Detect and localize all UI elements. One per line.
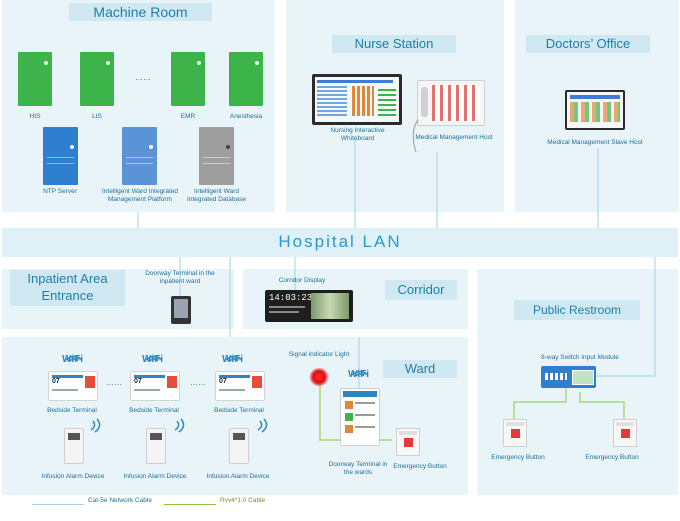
- signal-waves-icon: [90, 418, 101, 433]
- ward-title: Ward: [383, 360, 457, 378]
- emr-label: EMR: [180, 113, 196, 120]
- entrance-terminal-label: Doorway Terminal in the inpatient ward: [145, 270, 215, 285]
- servers-ellipsis: ……: [135, 73, 151, 82]
- wifi-label: WiFi: [222, 354, 244, 365]
- bed-number: 07: [219, 378, 227, 385]
- emr-server-icon: [171, 52, 205, 106]
- emergency-button-icon: [396, 428, 420, 456]
- bedside-terminal-icon: 07: [215, 371, 265, 401]
- rvv-legend-line: [164, 504, 216, 505]
- medical-host-label: Medical Management Host: [415, 134, 493, 141]
- restroom-emergency-label: Emergency Button: [491, 454, 545, 461]
- signal-waves-icon: [174, 418, 185, 433]
- wifi-label: WiFi: [62, 354, 84, 365]
- infusion-alarm-label: Infusion Alarm Device: [41, 473, 105, 480]
- infusion-alarm-icon: [146, 428, 166, 464]
- cat5e-legend-label: Cat-5e Network Cable: [88, 497, 152, 504]
- wifi-icon: WiFi: [348, 364, 372, 380]
- infusion-alarm-icon: [64, 428, 84, 464]
- hospital-lan-band: [2, 228, 678, 257]
- rvv-legend-label: Rvv4*1.0 Cable: [220, 497, 266, 504]
- lis-server-icon: [80, 52, 114, 106]
- corridor-clock: 14:03:23: [269, 293, 313, 303]
- anesthesia-label: Anesthesia: [229, 113, 263, 120]
- ward-emergency-label: Emergency Button: [393, 463, 447, 470]
- entrance-terminal-icon: [171, 296, 191, 324]
- restroom-cable-right: [579, 392, 625, 430]
- wifi-icon: WiFi: [142, 349, 166, 365]
- bedside-ellipsis: ……: [106, 378, 122, 387]
- public-restroom-title: Public Restroom: [514, 300, 640, 320]
- ward-doorway-terminal-icon: [340, 388, 380, 446]
- cat5e-legend-line: [32, 504, 84, 505]
- his-label: HIS: [29, 113, 41, 120]
- signal-light-label: Signal indicator Light: [288, 351, 350, 358]
- switch-module-icon: [541, 366, 596, 388]
- infusion-alarm-label: Infusion Alarm Device: [123, 473, 187, 480]
- platform-label: Intelligent Ward Integrated Management P…: [102, 188, 178, 203]
- whiteboard-icon: [312, 74, 402, 125]
- corridor-display-label: Corridor Display: [278, 277, 326, 284]
- corridor-display-icon: 14:03:23: [265, 290, 353, 322]
- wifi-label: WiFi: [348, 369, 370, 380]
- wifi-icon: WiFi: [62, 349, 86, 365]
- database-server-icon: [199, 127, 234, 185]
- restroom-emergency-label: Emergency Button: [585, 454, 639, 461]
- lis-label: LIS: [92, 113, 102, 120]
- whiteboard-label: Nursing Interactive Whiteboard: [330, 127, 385, 142]
- ntp-label: NTP Server: [43, 188, 77, 195]
- database-label: Intelligent Ward Integrated Database: [187, 188, 246, 203]
- slave-host-icon: [565, 90, 625, 130]
- infusion-alarm-icon: [229, 428, 249, 464]
- bedside-terminal-icon: 07: [48, 371, 98, 401]
- infusion-alarm-label: Infusion Alarm Device: [206, 473, 270, 480]
- signal-waves-icon: [257, 418, 268, 433]
- bedside-terminal-label: Bedside Terminal: [214, 407, 264, 414]
- machine-room-title: Machine Room: [69, 3, 212, 21]
- restroom-cable-left: [513, 387, 567, 430]
- inpatient-entrance-title: Inpatient Area Entrance: [10, 270, 125, 306]
- ward-doorway-label: Doorway Terminal in the wards: [328, 461, 388, 476]
- bedside-ellipsis: ……: [190, 378, 206, 387]
- bedside-terminal-label: Bedside Terminal: [47, 407, 97, 414]
- his-server-icon: [18, 52, 52, 106]
- slave-host-label: Medical Management Slave Host: [547, 139, 643, 146]
- emergency-button-icon: [503, 419, 527, 447]
- medical-host-icon: [417, 80, 485, 126]
- bed-number: 07: [52, 378, 60, 385]
- handset-cord-icon: [412, 119, 419, 153]
- restroom-uplink: [595, 257, 656, 377]
- bedside-terminal-label: Bedside Terminal: [129, 407, 179, 414]
- platform-server-icon: [122, 127, 157, 185]
- ntp-server-icon: [43, 127, 78, 185]
- emergency-button-icon: [613, 419, 637, 447]
- bedside-terminal-icon: 07: [130, 371, 180, 401]
- inpatient-entrance-title-line2: Entrance: [41, 288, 94, 303]
- hospital-lan-title: Hospital LAN: [278, 232, 402, 251]
- signal-light-icon: [309, 368, 329, 386]
- wifi-label: WiFi: [142, 354, 164, 365]
- inpatient-entrance-title-line1: Inpatient Area: [27, 271, 108, 286]
- switch-module-label: 8-way Switch Input Module: [541, 354, 619, 361]
- doctors-office-title: Doctors’ Office: [526, 35, 650, 53]
- corridor-title: Corridor: [385, 280, 457, 300]
- bed-number: 07: [134, 378, 142, 385]
- wifi-icon: WiFi: [222, 349, 246, 365]
- nurse-station-title: Nurse Station: [332, 35, 456, 53]
- anesthesia-server-icon: [229, 52, 263, 106]
